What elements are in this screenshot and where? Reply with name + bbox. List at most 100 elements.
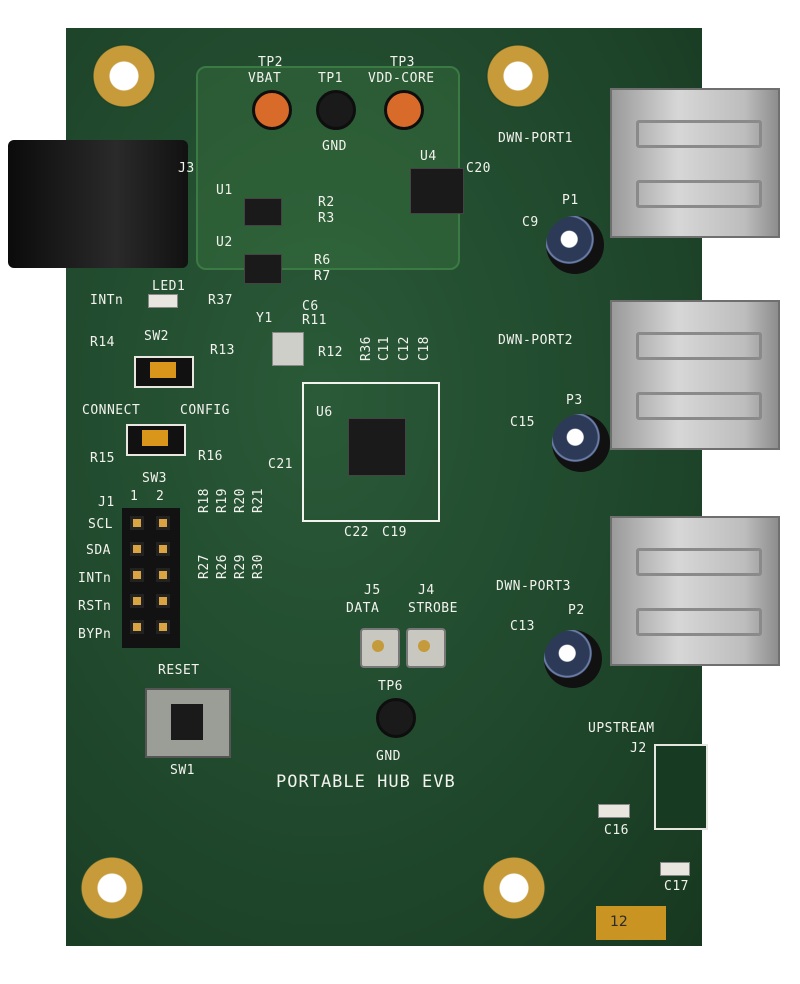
label-vdd-core: VDD-CORE [368,71,435,86]
label-upstream: UPSTREAM [588,721,655,736]
usb-port-dwn2[interactable] [610,300,780,450]
crystal-y1 [272,332,304,366]
label-sda: SDA [86,543,111,558]
capacitor-p3 [552,414,610,472]
capacitor-c17 [660,862,690,876]
label-intn-led: INTn [90,293,124,308]
mounting-hole-top-right [486,44,550,108]
connector-j4 [406,628,446,668]
label-c6: C6 [302,299,319,314]
label-tp1: TP1 [318,71,343,86]
label-scl: SCL [88,517,113,532]
label-pin1: 1 [130,489,139,504]
label-rstn: RSTn [78,599,112,614]
label-p2: P2 [568,603,585,618]
label-r26: R26 [214,554,230,579]
capacitor-c16 [598,804,630,818]
label-connect: CONNECT [82,403,141,418]
label-r37: R37 [208,293,233,308]
label-c22: C22 [344,525,369,540]
usb-port-dwn3[interactable] [610,516,780,666]
connector-j5 [360,628,400,668]
label-r29: R29 [232,554,248,579]
label-tp3: TP3 [390,55,415,70]
test-point-vbat [252,90,292,130]
header-j1 [122,508,180,648]
label-tp6: TP6 [378,679,403,694]
label-c20: C20 [466,161,491,176]
label-p1: P1 [562,193,579,208]
label-j3: J3 [178,161,195,176]
label-c11: C11 [376,336,392,361]
chip-u6 [348,418,406,476]
label-c9: C9 [522,215,539,230]
test-point-tp6 [376,698,416,738]
label-sw2: SW2 [144,329,169,344]
label-c12: C12 [396,336,412,361]
label-r15: R15 [90,451,115,466]
dc-jack [8,140,188,268]
label-gnd-bottom: GND [376,749,401,764]
led-1 [148,294,178,308]
label-c21: C21 [268,457,293,472]
label-r6: R6 [314,253,331,268]
label-p3: P3 [566,393,583,408]
label-u6: U6 [316,405,333,420]
reset-button[interactable] [145,688,231,758]
label-sw3: SW3 [142,471,167,486]
label-u1: U1 [216,183,233,198]
label-dwn-port3: DWN-PORT3 [496,579,571,594]
label-tp2: TP2 [258,55,283,70]
label-vbat: VBAT [248,71,282,86]
label-r12: R12 [318,345,343,360]
chip-u4 [410,168,464,214]
label-r7: R7 [314,269,331,284]
mounting-hole-bottom-right [482,856,546,920]
label-r18: R18 [196,488,212,513]
label-c19: C19 [382,525,407,540]
usb-upstream-connector[interactable] [654,744,708,830]
label-j1: J1 [98,495,115,510]
switch-sw3[interactable] [126,424,186,456]
label-c16: C16 [604,823,629,838]
label-r36: R36 [358,336,374,361]
mounting-hole-bottom-left [80,856,144,920]
label-r16: R16 [198,449,223,464]
label-sw1: SW1 [170,763,195,778]
label-r27: R27 [196,554,212,579]
label-pin2: 2 [156,489,165,504]
label-r13: R13 [210,343,235,358]
u6-outline [302,382,440,522]
chip-u2 [244,254,282,284]
label-c15: C15 [510,415,535,430]
label-c13: C13 [510,619,535,634]
label-r2: R2 [318,195,335,210]
switch-sw2[interactable] [134,356,194,388]
label-reset: RESET [158,663,200,678]
label-c17: C17 [664,879,689,894]
label-led1: LED1 [152,279,186,294]
label-c18: C18 [416,336,432,361]
capacitor-p2 [544,630,602,688]
test-point-vdd-core [384,90,424,130]
label-u4: U4 [420,149,437,164]
label-intn: INTn [78,571,112,586]
label-r11: R11 [302,313,327,328]
label-y1: Y1 [256,311,273,326]
board-tag: 12 [596,906,666,940]
label-r3: R3 [318,211,335,226]
label-r20: R20 [232,488,248,513]
chip-u1 [244,198,282,226]
label-j4: J4 [418,583,435,598]
usb-port-dwn1[interactable] [610,88,780,238]
label-r30: R30 [250,554,266,579]
test-point-gnd [316,90,356,130]
label-r21: R21 [250,488,266,513]
board-title: PORTABLE HUB EVB [276,772,456,792]
label-data: DATA [346,601,380,616]
label-j5: J5 [364,583,381,598]
label-r14: R14 [90,335,115,350]
label-config: CONFIG [180,403,230,418]
label-dwn-port2: DWN-PORT2 [498,333,573,348]
label-dwn-port1: DWN-PORT1 [498,131,573,146]
